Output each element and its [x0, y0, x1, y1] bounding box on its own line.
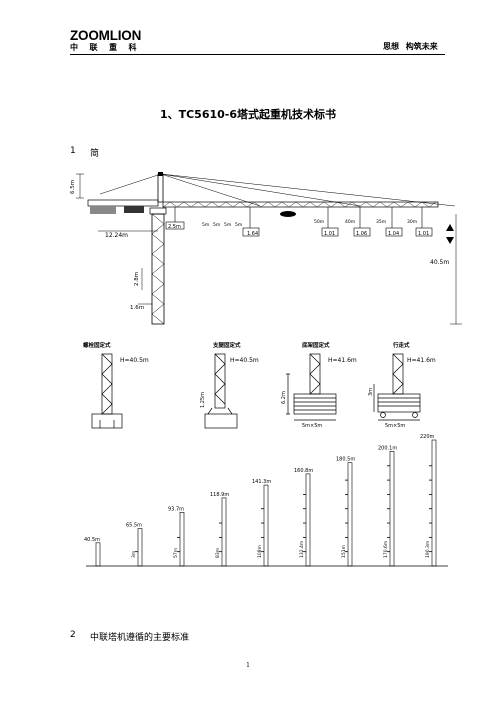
- mast-side-label-3: 57m: [173, 548, 179, 558]
- section-2-number: 2: [70, 630, 76, 640]
- foundation-1-height: H=40.5m: [120, 357, 149, 364]
- mast-side-label-2: 3m: [131, 551, 137, 558]
- company-logo: ZOOMLION: [70, 28, 142, 43]
- jib-length-2: 5m: [202, 222, 209, 228]
- jib-length-4: 5m: [224, 222, 231, 228]
- mast-top-label-7: 180.5m: [336, 457, 355, 463]
- mast-side-label-9: 190.3m: [425, 541, 431, 558]
- tip-label-1: 50m: [314, 219, 324, 225]
- mast-side-label-6: 132.4m: [299, 541, 305, 558]
- foundation-2-height: H=40.5m: [230, 357, 259, 364]
- mast-bar-8: [389, 451, 395, 567]
- tower-height-label-1: 2.8m: [134, 272, 140, 286]
- mast-top-label-4: 118.9m: [210, 492, 229, 498]
- mast-top-label-2: 65.5m: [126, 522, 142, 528]
- mast-top-label-3: 93.7m: [168, 506, 184, 512]
- header-slogan: 思想 构筑未来: [383, 42, 438, 51]
- mast-bar-5: [263, 484, 269, 567]
- tip-label-3: 35m: [376, 219, 386, 225]
- document-title: 1、TC5610-6塔式起重机技术标书: [159, 108, 337, 121]
- mast-bar-6: [305, 473, 311, 567]
- mast-top-label-6: 160.8m: [294, 468, 313, 474]
- mast-bar-7: [347, 462, 353, 567]
- mast-side-label-8: 170.6m: [383, 541, 389, 558]
- foundation-4-title: 行走式: [392, 341, 410, 349]
- mast-bar-1: [95, 542, 101, 567]
- tip-label-4: 30m: [407, 219, 417, 225]
- section-1-title: 简: [90, 149, 100, 159]
- mast-side-label-7: 151m: [341, 545, 347, 558]
- mast-top-label-5: 141.3m: [252, 479, 271, 485]
- foundation-types-drawing: 螺栓固定式 H=40.5m 支腿固定式 H=40.5m 1.25m 底架固定式 …: [83, 341, 436, 429]
- foundation-1-title: 螺栓固定式: [83, 341, 111, 349]
- tower-height-label-2: 1.6m: [130, 305, 144, 311]
- foundation-2-dim: 1.25m: [200, 392, 206, 408]
- crane-top-height-label: 6.5m: [70, 180, 76, 194]
- foundation-3-height: H=41.6m: [328, 357, 357, 364]
- foundation-3-title: 底架固定式: [301, 341, 330, 349]
- foundation-2-title: 支腿固定式: [212, 341, 241, 349]
- under-hook-height-label: 40.5m: [430, 259, 449, 266]
- mast-top-label-8: 200.1m: [378, 445, 397, 451]
- crane-general-drawing: 6.5m 12.24m 2.8m 1.6m 40.5m 2.5m 5m 5m 5…: [70, 172, 462, 325]
- mast-bar-2: [137, 528, 143, 567]
- page-number: 1: [246, 662, 250, 669]
- tip-label-2: 40m: [345, 219, 355, 225]
- section-2-title: 中联塔机遵循的主要标准: [90, 633, 190, 643]
- load-label-1: 1.64: [247, 231, 258, 237]
- mast-side-label-4: 83m: [215, 548, 221, 558]
- load-label-2: 1.01: [324, 231, 335, 237]
- mast-top-label-1: 40.5m: [84, 537, 100, 543]
- mast-side-label-5: 108m: [257, 545, 263, 558]
- mast-bar-4: [221, 497, 227, 567]
- foundation-4-height: H=41.6m: [407, 357, 436, 364]
- foundation-4-dim-2: 5m×5m: [385, 423, 405, 429]
- jib-length-3: 5m: [213, 222, 220, 228]
- load-label-5: 1.01: [418, 231, 429, 237]
- mast-bar-9: [431, 439, 437, 567]
- foundation-3-dim-2: 5m×5m: [302, 423, 322, 429]
- load-label-4: 1.04: [388, 231, 399, 237]
- load-label-3: 1.06: [356, 231, 367, 237]
- jib-length-5: 5m: [235, 222, 242, 228]
- foundation-3-dim-1: 6.2m: [281, 391, 287, 404]
- foundation-4-dim-1: 3m: [368, 388, 374, 396]
- mast-bar-3: [179, 512, 185, 567]
- company-logo-cn: 中联重科: [70, 43, 148, 52]
- section-1-number: 1: [70, 146, 76, 156]
- mast-top-label-9: 220m: [420, 434, 435, 440]
- counter-jib-length-label: 12.24m: [105, 232, 128, 239]
- header-rule: [70, 54, 445, 55]
- mast-heights-diagram: 40.5m 65.5m 3m 93.7m 57m 118.9m 83m 141.3m 108m 1…: [84, 434, 448, 567]
- jib-length-1: 2.5m: [168, 224, 181, 230]
